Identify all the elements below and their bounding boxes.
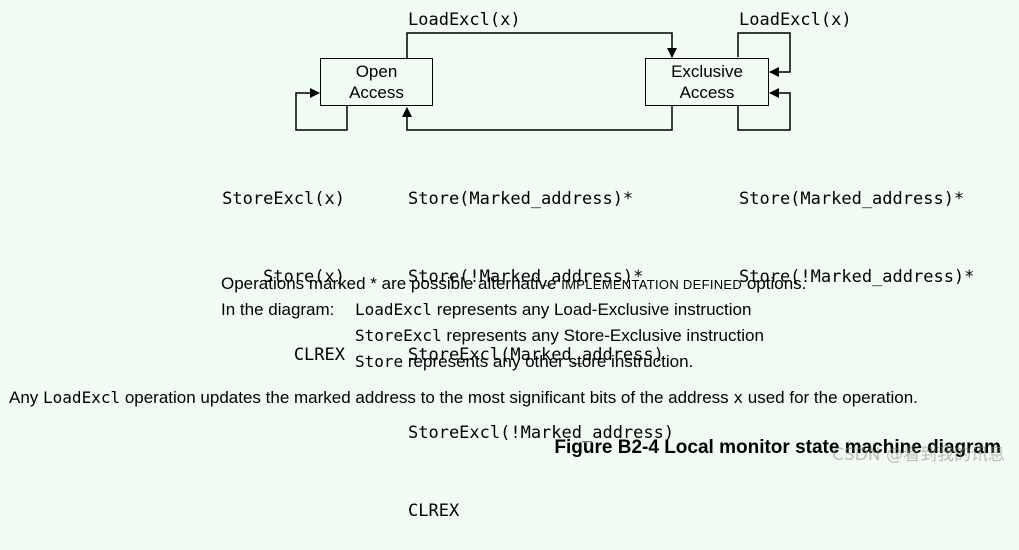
state-open-access: Open Access	[320, 58, 433, 106]
legend-code: StoreExcl	[355, 326, 442, 345]
arrow-exclusive-self-load	[737, 32, 791, 77]
exclusive-to-open-op: StoreExcl(Marked_address)	[408, 345, 664, 365]
legend-code: Store	[355, 352, 404, 371]
note-any-loadexcl: Any LoadExcl operation updates the marke…	[9, 385, 918, 411]
arrow-open-to-exclusive	[406, 32, 677, 58]
state-open-label: Open Access	[349, 62, 404, 102]
legend-item: LoadExcl represents any Load-Exclusive i…	[355, 297, 764, 323]
any-code: LoadExcl	[43, 388, 121, 407]
watermark: CSDN @看到我的讯息	[832, 445, 1005, 465]
arrow-exclusive-to-open	[402, 106, 673, 131]
legend-item: StoreExcl represents any Store-Exclusive…	[355, 323, 764, 349]
legend-item: Store represents any other store instruc…	[355, 349, 764, 375]
open-self-op: StoreExcl(x)	[222, 189, 345, 209]
state-exclusive-label: Exclusive Access	[671, 62, 743, 102]
open-self-op: Store(x)	[263, 267, 345, 287]
legend-text: represents any other store instruction.	[403, 352, 694, 371]
note-alternatives: Operations marked * are possible alterna…	[221, 271, 806, 298]
state-exclusive-access: Exclusive Access	[645, 58, 769, 106]
exclusive-to-open-op: StoreExcl(!Marked_address)	[408, 423, 675, 443]
note-diagram-prefix: In the diagram:	[221, 300, 335, 319]
exclusive-self-store-op: Store(Marked_address)*	[739, 189, 965, 209]
note-legend: LoadExcl represents any Load-Exclusive i…	[355, 297, 764, 375]
arrow-open-self	[295, 88, 348, 131]
exclusive-to-open-op: Store(Marked_address)*	[408, 189, 634, 209]
arrow-exclusive-self-store	[737, 88, 791, 131]
label-exclusive-self-store: Store(Marked_address)* Store(!Marked_add…	[739, 134, 974, 316]
exclusive-to-open-op: CLREX	[408, 501, 460, 521]
label-exclusive-self-load: LoadExcl(x)	[739, 10, 852, 30]
exclusive-to-open-op: Store(!Marked_address)*	[408, 267, 644, 287]
any-mid: operation updates the marked address to …	[120, 388, 734, 407]
legend-text: represents any Load-Exclusive instructio…	[432, 300, 752, 319]
note-impl-defined: IMPLEMENTATION DEFINED	[561, 277, 743, 292]
transition-wires	[295, 32, 791, 131]
figure-caption: Figure B2-4 Local monitor state machine …	[554, 437, 1001, 458]
any-pre: Any	[9, 388, 44, 407]
label-open-self: StoreExcl(x) Store(x) CLREX	[190, 134, 345, 394]
open-self-op: CLREX	[293, 345, 345, 365]
legend-text: represents any Store-Exclusive instructi…	[441, 326, 764, 345]
label-open-to-exclusive: LoadExcl(x)	[408, 10, 521, 30]
note-alternatives-post: options.	[742, 274, 807, 293]
any-var: x	[733, 388, 744, 407]
note-alternatives-pre: Operations marked * are possible alterna…	[221, 274, 562, 293]
any-post: used for the operation.	[743, 388, 918, 407]
legend-code: LoadExcl	[355, 300, 433, 319]
exclusive-self-store-op: Store(!Marked_address)*	[739, 267, 975, 287]
